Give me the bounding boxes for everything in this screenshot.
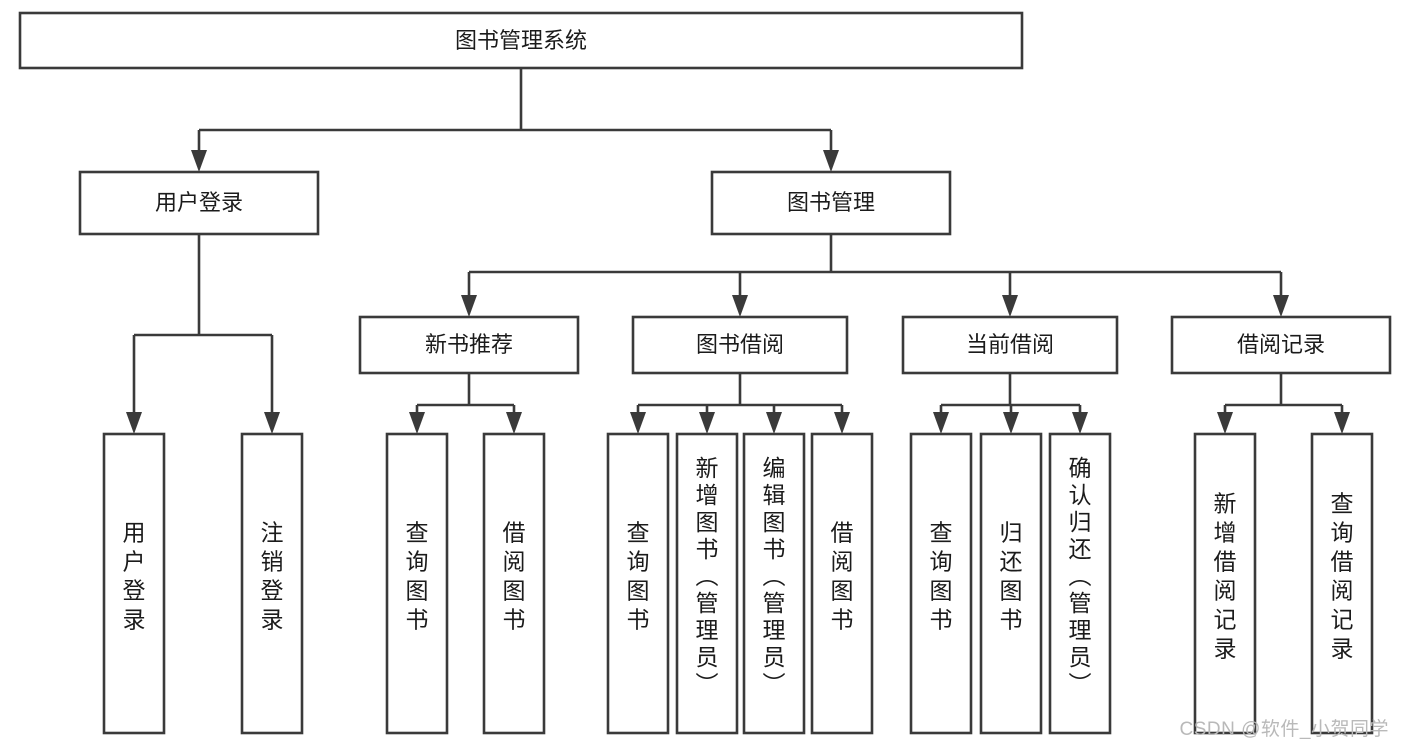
node-root[interactable]: 图书管理系统 xyxy=(18,11,1024,70)
node-leaf-query-book-2-box xyxy=(606,432,670,735)
node-leaf-add-book-box xyxy=(675,432,739,735)
node-borrow-record-label: 借阅记录 xyxy=(1237,332,1325,357)
node-leaf-user-login-label: 用户登录 xyxy=(123,520,146,633)
node-leaf-return-book-label: 归还图书 xyxy=(1000,520,1023,633)
node-leaf-query-book-1[interactable]: 查询图书 xyxy=(385,432,449,735)
node-borrow-record-box xyxy=(1170,315,1392,375)
node-leaf-add-record-box xyxy=(1193,432,1257,735)
node-leaf-query-record[interactable]: 查询借阅记录 xyxy=(1310,432,1374,735)
node-leaf-logout[interactable]: 注销登录 xyxy=(240,432,304,735)
arrowhead-book-borrow xyxy=(732,295,748,317)
arrowhead-leaf-query-record xyxy=(1334,412,1350,434)
arrowhead-leaf-user-login xyxy=(126,412,142,434)
arrowhead-current-borrow xyxy=(1002,295,1018,317)
node-root-box xyxy=(18,11,1024,70)
node-user-login-label: 用户登录 xyxy=(155,190,243,215)
arrowhead-leaf-logout xyxy=(264,412,280,434)
arrowhead-book-mgmt xyxy=(823,150,839,172)
node-leaf-query-book-1-label: 查询图书 xyxy=(406,520,429,633)
arrowhead-leaf-add-book xyxy=(699,412,715,434)
node-leaf-query-book-3-label: 查询图书 xyxy=(930,520,953,633)
node-new-book-rec[interactable]: 新书推荐 xyxy=(358,315,580,375)
node-current-borrow-label: 当前借阅 xyxy=(966,332,1054,357)
node-current-borrow[interactable]: 当前借阅 xyxy=(901,315,1119,375)
node-leaf-confirm-return-label: 确认归还︵管理员︶ xyxy=(1069,455,1092,697)
connector-layer xyxy=(126,68,1350,434)
arrowhead-leaf-edit-book xyxy=(766,412,782,434)
node-leaf-logout-label: 注销登录 xyxy=(261,520,284,633)
arrowhead-leaf-query-book-1 xyxy=(409,412,425,434)
node-leaf-confirm-return[interactable]: 确认归还︵管理员︶ xyxy=(1048,432,1112,735)
node-leaf-borrow-book-2[interactable]: 借阅图书 xyxy=(810,432,874,735)
node-leaf-query-book-2[interactable]: 查询图书 xyxy=(606,432,670,735)
node-leaf-edit-book[interactable]: 编辑图书︵管理员︶ xyxy=(742,432,806,735)
arrowhead-leaf-borrow-book-1 xyxy=(506,412,522,434)
node-leaf-query-record-label: 查询借阅记录 xyxy=(1331,491,1354,662)
node-leaf-add-book[interactable]: 新增图书︵管理员︶ xyxy=(675,432,739,735)
node-leaf-confirm-return-box xyxy=(1048,432,1112,735)
node-borrow-record[interactable]: 借阅记录 xyxy=(1170,315,1392,375)
arrowhead-leaf-return-book xyxy=(1003,412,1019,434)
node-leaf-user-login-box xyxy=(102,432,166,735)
node-new-book-rec-label: 新书推荐 xyxy=(425,332,513,357)
node-leaf-add-record[interactable]: 新增借阅记录 xyxy=(1193,432,1257,735)
node-leaf-user-login[interactable]: 用户登录 xyxy=(102,432,166,735)
node-leaf-query-book-3[interactable]: 查询图书 xyxy=(909,432,973,735)
node-leaf-borrow-book-1-label: 借阅图书 xyxy=(503,520,526,633)
arrowhead-borrow-record xyxy=(1273,295,1289,317)
node-leaf-add-record-label: 新增借阅记录 xyxy=(1214,491,1237,662)
node-leaf-borrow-book-1-box xyxy=(482,432,546,735)
arrowhead-user-login xyxy=(191,150,207,172)
node-book-mgmt-label: 图书管理 xyxy=(787,190,875,215)
node-book-borrow[interactable]: 图书借阅 xyxy=(631,315,849,375)
node-leaf-add-book-label: 新增图书︵管理员︶ xyxy=(696,455,719,697)
node-leaf-edit-book-label: 编辑图书︵管理员︶ xyxy=(763,455,786,697)
node-layer: 图书管理系统 用户登录 图书管理 新书推荐 图书借阅 当前 xyxy=(18,11,1392,735)
node-leaf-borrow-book-2-label: 借阅图书 xyxy=(831,520,854,633)
arrowhead-leaf-query-book-3 xyxy=(933,412,949,434)
node-current-borrow-box xyxy=(901,315,1119,375)
node-leaf-query-record-box xyxy=(1310,432,1374,735)
node-leaf-query-book-1-box xyxy=(385,432,449,735)
node-leaf-query-book-2-label: 查询图书 xyxy=(627,520,650,633)
arrowhead-leaf-confirm-return xyxy=(1072,412,1088,434)
node-book-borrow-box xyxy=(631,315,849,375)
node-leaf-return-book[interactable]: 归还图书 xyxy=(979,432,1043,735)
arrowhead-leaf-query-book-2 xyxy=(630,412,646,434)
node-user-login[interactable]: 用户登录 xyxy=(78,170,320,236)
node-book-mgmt[interactable]: 图书管理 xyxy=(710,170,952,236)
node-leaf-borrow-book-2-box xyxy=(810,432,874,735)
node-leaf-edit-book-box xyxy=(742,432,806,735)
arrowhead-leaf-add-record xyxy=(1217,412,1233,434)
node-book-mgmt-box xyxy=(710,170,952,236)
node-user-login-box xyxy=(78,170,320,236)
node-leaf-logout-box xyxy=(240,432,304,735)
arrowhead-leaf-borrow-book-2 xyxy=(834,412,850,434)
node-leaf-query-book-3-box xyxy=(909,432,973,735)
node-root-label: 图书管理系统 xyxy=(455,28,587,53)
node-leaf-return-book-box xyxy=(979,432,1043,735)
node-leaf-borrow-book-1[interactable]: 借阅图书 xyxy=(482,432,546,735)
node-book-borrow-label: 图书借阅 xyxy=(696,332,784,357)
node-new-book-rec-box xyxy=(358,315,580,375)
arrowhead-new-book-rec xyxy=(461,295,477,317)
